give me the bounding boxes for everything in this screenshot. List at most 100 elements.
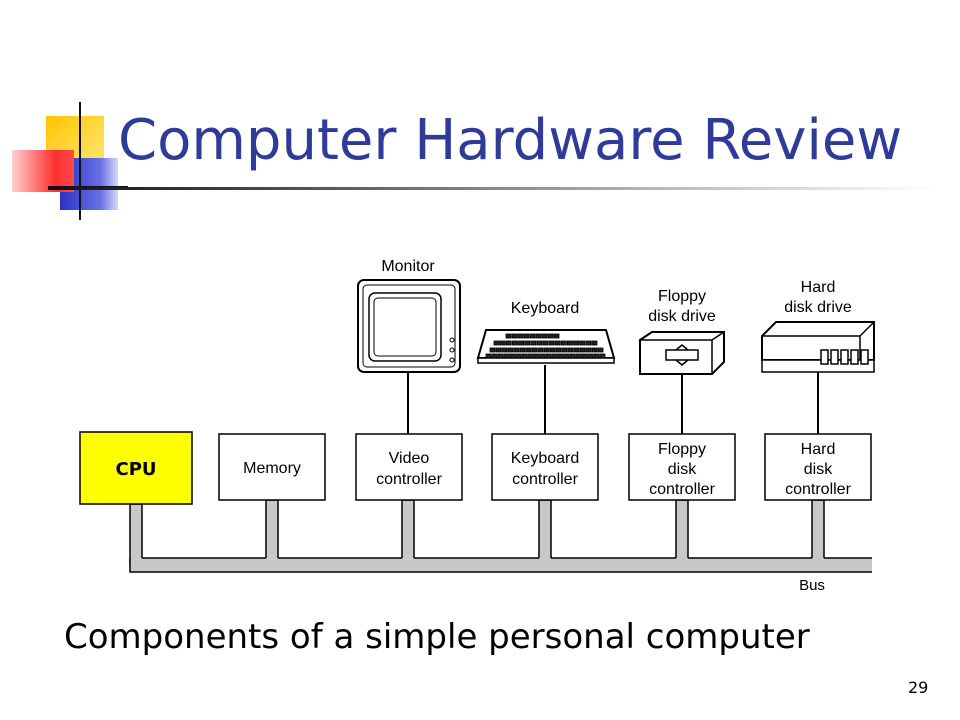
keyboard-key — [531, 347, 538, 353]
video-controller-label-line1: Video — [389, 450, 430, 467]
keyboard-key — [521, 353, 528, 359]
keyboard-key — [501, 347, 508, 353]
keyboard-key — [495, 347, 502, 353]
hard-disk-controller-label-line1: Hard — [801, 441, 836, 458]
keyboard-key — [585, 340, 592, 346]
keyboard-icon — [476, 329, 616, 364]
hard-drive-label-line1: Hard — [801, 279, 836, 296]
keyboard-key — [527, 353, 534, 359]
keyboard-key — [554, 340, 561, 346]
keyboard-key — [525, 347, 532, 353]
keyboard-key — [497, 353, 504, 359]
floppy-drive-icon — [639, 331, 725, 375]
floppy-controller-label-line3: controller — [649, 481, 715, 498]
page-number: 29 — [908, 678, 929, 697]
keyboard-key — [575, 353, 582, 359]
bus-connector-memory — [265, 499, 279, 565]
keyboard-key — [557, 353, 564, 359]
floppy-drive-label-line1: Floppy — [658, 288, 706, 305]
keyboard-key — [579, 347, 586, 353]
keyboard-controller-label-line2: controller — [512, 471, 578, 488]
keyboard-key — [491, 353, 498, 359]
hard-disk-controller-label-line2: disk — [804, 461, 833, 478]
bus-connector-video — [401, 499, 415, 565]
keyboard-key — [573, 347, 580, 353]
keyboard-key — [553, 333, 560, 339]
keyboard-key — [543, 347, 550, 353]
component-memory: Memory — [218, 433, 326, 501]
keyboard-key — [587, 353, 594, 359]
slide-caption: Components of a simple personal computer — [64, 617, 810, 657]
keyboard-key — [536, 340, 543, 346]
keyboard-key — [511, 333, 518, 339]
hard-disk-controller-label-line3: controller — [785, 481, 851, 498]
keyboard-key — [599, 353, 606, 359]
floppy-controller-label-line2: disk — [668, 461, 697, 478]
slide-title: Computer Hardware Review — [118, 108, 903, 173]
deco-red-square — [12, 150, 74, 192]
keyboard-key — [539, 353, 546, 359]
cpu-label: CPU — [115, 459, 156, 480]
keyboard-key — [551, 353, 558, 359]
bus-label: Bus — [799, 577, 825, 594]
monitor-label: Monitor — [381, 258, 435, 275]
keyboard-key — [512, 340, 518, 346]
keyboard-controller-label-line1: Keyboard — [511, 450, 580, 467]
component-floppy-disk-controller: Floppy disk controller — [628, 433, 736, 501]
keyboard-key — [499, 340, 506, 346]
keyboard-key — [549, 347, 556, 353]
keyboard-key — [585, 347, 592, 353]
keyboard-key — [593, 353, 600, 359]
keyboard-key — [555, 347, 562, 353]
keyboard-key — [529, 333, 536, 339]
bus-connector-hard-disk — [811, 499, 825, 565]
system-bus: Bus — [129, 499, 872, 594]
keyboard-key — [591, 340, 598, 346]
keyboard-key — [485, 353, 492, 359]
keyboard-key — [591, 347, 598, 353]
keyboard-key — [515, 353, 522, 359]
hard-disk-icon — [761, 321, 875, 373]
keyboard-key — [581, 353, 588, 359]
component-hard-disk-controller: Hard disk controller — [764, 433, 872, 501]
component-video-controller: Video controller — [355, 433, 463, 501]
component-cpu: CPU — [79, 431, 193, 505]
keyboard-key — [524, 340, 531, 346]
keyboard-key — [535, 333, 542, 339]
keyboard-key — [547, 333, 554, 339]
bus-bar — [130, 558, 872, 572]
deco-vertical-line — [79, 102, 81, 220]
video-controller-label-line2: controller — [376, 471, 442, 488]
keyboard-key — [563, 353, 570, 359]
floppy-drive-label-line2: disk drive — [648, 308, 716, 325]
bus-connector-keyboard — [538, 499, 552, 565]
bus-connector-floppy — [675, 499, 689, 565]
keyboard-key — [597, 347, 604, 353]
keyboard-key — [533, 353, 540, 359]
keyboard-key — [489, 347, 496, 353]
keyboard-key — [573, 340, 579, 346]
keyboard-key — [569, 353, 576, 359]
keyboard-key — [542, 340, 549, 346]
keyboard-key — [493, 340, 500, 346]
keyboard-key — [567, 340, 573, 346]
keyboard-key — [519, 347, 526, 353]
monitor-icon — [357, 279, 461, 373]
keyboard-key — [567, 347, 574, 353]
keyboard-key — [505, 340, 512, 346]
keyboard-label: Keyboard — [511, 300, 580, 317]
keyboard-key — [561, 347, 568, 353]
slide-decoration — [0, 0, 140, 220]
keyboard-key — [530, 340, 537, 346]
component-keyboard-controller: Keyboard controller — [491, 433, 599, 501]
keyboard-key — [518, 340, 524, 346]
hard-drive-label-line2: disk drive — [784, 299, 852, 316]
keyboard-key — [541, 333, 548, 339]
bus-connector-cpu — [129, 503, 143, 565]
keyboard-key — [545, 353, 552, 359]
memory-label: Memory — [243, 460, 301, 477]
keyboard-key — [507, 347, 514, 353]
keyboard-key — [548, 340, 555, 346]
keyboard-key — [509, 353, 516, 359]
